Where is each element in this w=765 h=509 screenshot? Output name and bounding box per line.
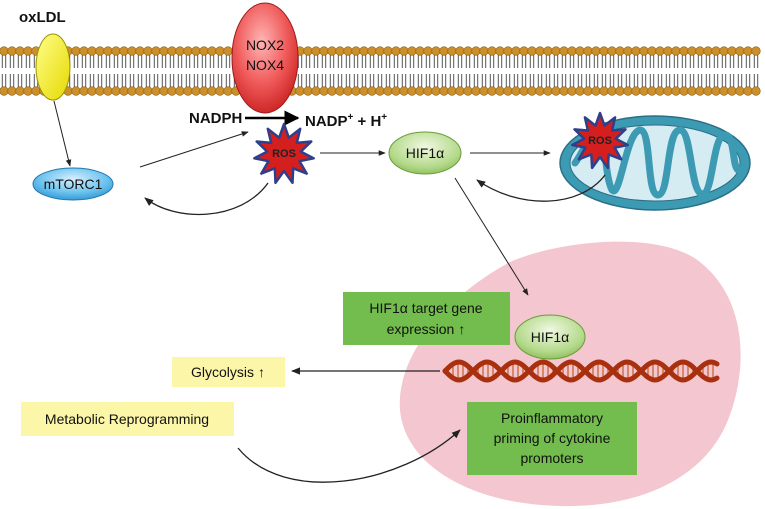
arrow-oxldl-mtorc1 [53, 100, 72, 167]
ros-mito-label: ROS [588, 135, 612, 147]
hif1a-cyto-label: HIF1α [406, 145, 444, 161]
nadph-label: NADPH [189, 110, 242, 127]
hif1a-nucleus-label: HIF1α [531, 329, 569, 345]
target-gene-box [343, 292, 510, 345]
dna-helix [442, 359, 720, 383]
priming-line1: Proinflammatory [501, 410, 603, 426]
priming-line3: promoters [520, 450, 583, 466]
target-gene-line1: HIF1α target gene [369, 300, 482, 316]
mtorc1-node [32, 167, 114, 201]
arrow-metabolic-priming [237, 429, 461, 483]
nox4-label: NOX4 [246, 57, 284, 73]
oxldl-receptor [35, 33, 71, 101]
metabolic-label: Metabolic Reprogramming [45, 411, 209, 427]
ros-membrane-label: ROS [272, 148, 296, 160]
ros-membrane-star: ROS [253, 122, 315, 185]
oxldl-label: oxLDL [19, 9, 66, 26]
glycolysis-label: Glycolysis↑ [191, 364, 265, 380]
nadp-label: NADP+ + H+ [305, 112, 387, 130]
hif1a-cyto-node [388, 131, 462, 175]
target-gene-line2: expression↑ [387, 321, 466, 337]
arrow-hif1a-nucleus [454, 177, 529, 296]
nox2-label: NOX2 [246, 37, 284, 53]
hif1a-nucleus-node [514, 314, 586, 360]
metabolic-box [21, 402, 234, 436]
nox-complex [231, 2, 299, 114]
arrow-mtorc1-nox [139, 131, 249, 168]
priming-box [467, 402, 637, 475]
mtorc1-label: mTORC1 [44, 176, 103, 192]
priming-line2: priming of cytokine [494, 430, 611, 446]
arrow-ros-mtorc1 [144, 182, 269, 216]
cell-membrane [0, 46, 761, 96]
glycolysis-box [172, 357, 285, 387]
mitochondrion: ROS [559, 111, 751, 211]
arrow-mito-hif1a [476, 174, 606, 202]
